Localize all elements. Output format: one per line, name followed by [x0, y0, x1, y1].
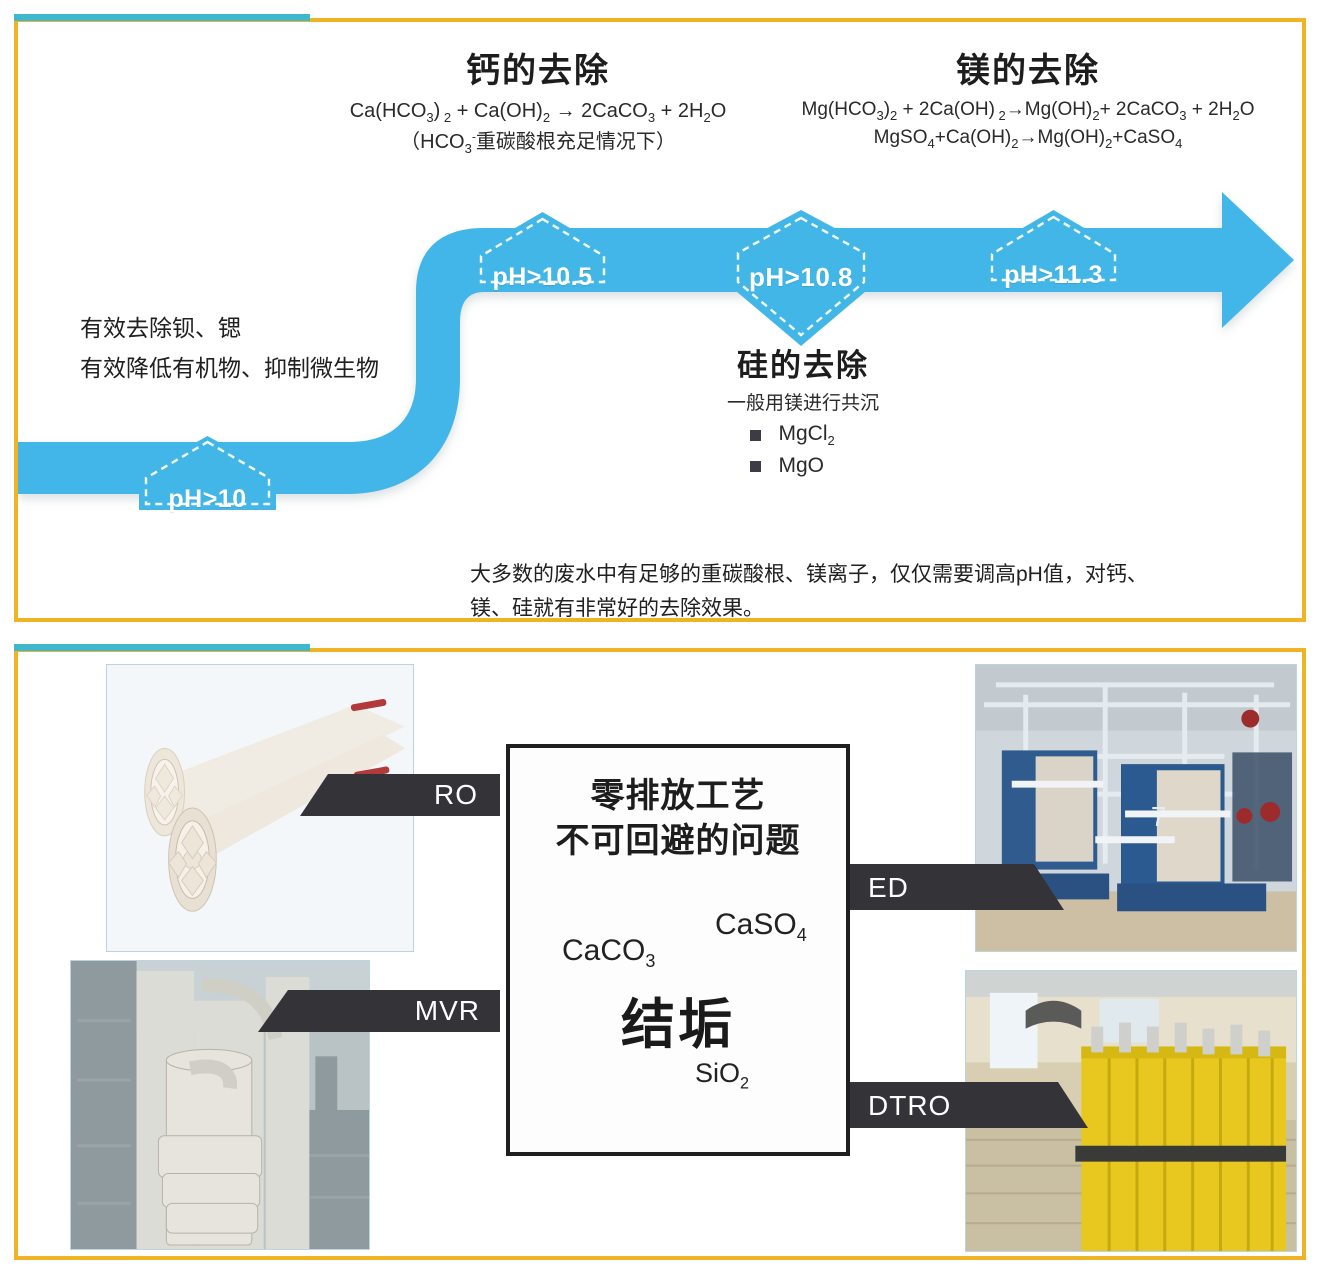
bottom-panel: 7	[14, 644, 1306, 1260]
magnesium-removal-block: 镁的去除 Mg(HCO3)2 + 2Ca(OH) 2→Mg(OH)2+ 2CaC…	[733, 52, 1320, 154]
left-note-line-1: 有效去除钡、锶	[80, 315, 241, 341]
magnesium-equation-2: MgSO4+Ca(OH)2→Mg(OH)2+CaSO4	[873, 127, 1183, 152]
calcium-equation-2: （HCO3-重碳酸根充足情况下）	[400, 128, 676, 156]
silicon-removal-block: 硅的去除 一般用镁进行共沉 MgCl2 MgO	[638, 340, 968, 481]
ph-tag-113: pH>11.3	[981, 208, 1126, 305]
flow-arrow-graphic	[18, 192, 1294, 494]
ph-tag-105: pH>10.5	[470, 210, 615, 307]
arrow-dtro: DTRO	[848, 1078, 1088, 1134]
scale-compound-caco3: CaCO3	[562, 934, 656, 971]
calcium-equation-1: Ca(HCO3) 2 + Ca(OH)2 → 2CaCO3 + 2H2O	[349, 100, 727, 126]
arrow-ro-label: RO	[434, 779, 478, 810]
summary-note: 大多数的废水中有足够的重碳酸根、镁离子，仅仅需要调高pH值，对钙、 镁、硅就有非…	[470, 558, 1210, 626]
scale-compound-caso4: CaSO4	[715, 908, 807, 945]
square-bullet-icon	[749, 429, 761, 441]
scale-compound-sio2: SiO2	[695, 1058, 750, 1093]
arrow-dtro-shape	[848, 1082, 1088, 1128]
ph-tag-105-label: pH>10.5	[492, 263, 593, 291]
silicon-removal-subtitle: 一般用镁进行共沉	[726, 393, 879, 414]
arrow-dtro-label: DTRO	[868, 1090, 952, 1121]
arrow-mvr-shape	[258, 990, 500, 1032]
left-note-line-2: 有效降低有机物、抑制微生物	[80, 355, 379, 382]
calcium-removal-title: 钙的去除	[466, 52, 610, 90]
ph-tag-108: pH>10.8	[726, 208, 876, 346]
silicon-removal-title: 硅的去除	[737, 348, 869, 383]
calcium-removal-block: 钙的去除 Ca(HCO3) 2 + Ca(OH)2 → 2CaCO3 + 2H2…	[218, 52, 858, 158]
list-item: MgO	[638, 451, 968, 481]
summary-note-line-2: 镁、硅就有非常好的去除效果。	[470, 597, 764, 621]
top-panel: pH>10 pH>10.5 pH>10.8 pH>11.3 钙的去除	[14, 14, 1306, 622]
arrow-mvr-label: MVR	[414, 995, 480, 1026]
arrow-ro-shape	[300, 774, 500, 816]
silicon-reagent-mgcl2: MgCl2	[778, 422, 835, 449]
arrow-mvr: MVR	[258, 984, 500, 1038]
center-box-title: 零排放工艺 不可回避的问题	[510, 774, 846, 864]
summary-note-line-1: 大多数的废水中有足够的重碳酸根、镁离子，仅仅需要调高pH值，对钙、	[470, 563, 1148, 586]
magnesium-removal-title: 镁的去除	[956, 52, 1100, 90]
scale-main-label: 结垢	[621, 995, 735, 1055]
magnesium-equation-1: Mg(HCO3)2 + 2Ca(OH) 2→Mg(OH)2+ 2CaCO3 + …	[801, 99, 1255, 123]
silicon-reagent-list: MgCl2 MgO	[638, 419, 968, 481]
panel-accent-bar	[14, 14, 310, 21]
ph-tag-113-label: pH>11.3	[1004, 261, 1103, 289]
silicon-reagent-mgo: MgO	[778, 454, 825, 478]
arrow-ed-shape	[848, 864, 1064, 910]
panel-accent-bar	[14, 644, 310, 651]
ph-tag-10: pH>10	[135, 434, 280, 529]
ph-tag-10-label: pH>10	[168, 485, 247, 513]
center-box-title-line-2: 不可回避的问题	[555, 822, 801, 861]
arrow-ed: ED	[848, 860, 1064, 916]
square-bullet-icon	[749, 460, 761, 472]
arrow-ed-label: ED	[868, 872, 909, 903]
arrow-ro: RO	[300, 768, 500, 822]
ph-tag-108-label: pH>10.8	[749, 262, 853, 292]
ph-flow-diagram: pH>10 pH>10.5 pH>10.8 pH>11.3	[18, 22, 1302, 618]
zero-discharge-problem-box: 零排放工艺 不可回避的问题 CaCO3 CaSO4 结垢 SiO2	[506, 744, 850, 1156]
list-item: MgCl2	[638, 419, 968, 451]
center-box-title-line-1: 零排放工艺	[590, 777, 766, 815]
left-benefits-note: 有效去除钡、锶 有效降低有机物、抑制微生物	[80, 308, 510, 389]
